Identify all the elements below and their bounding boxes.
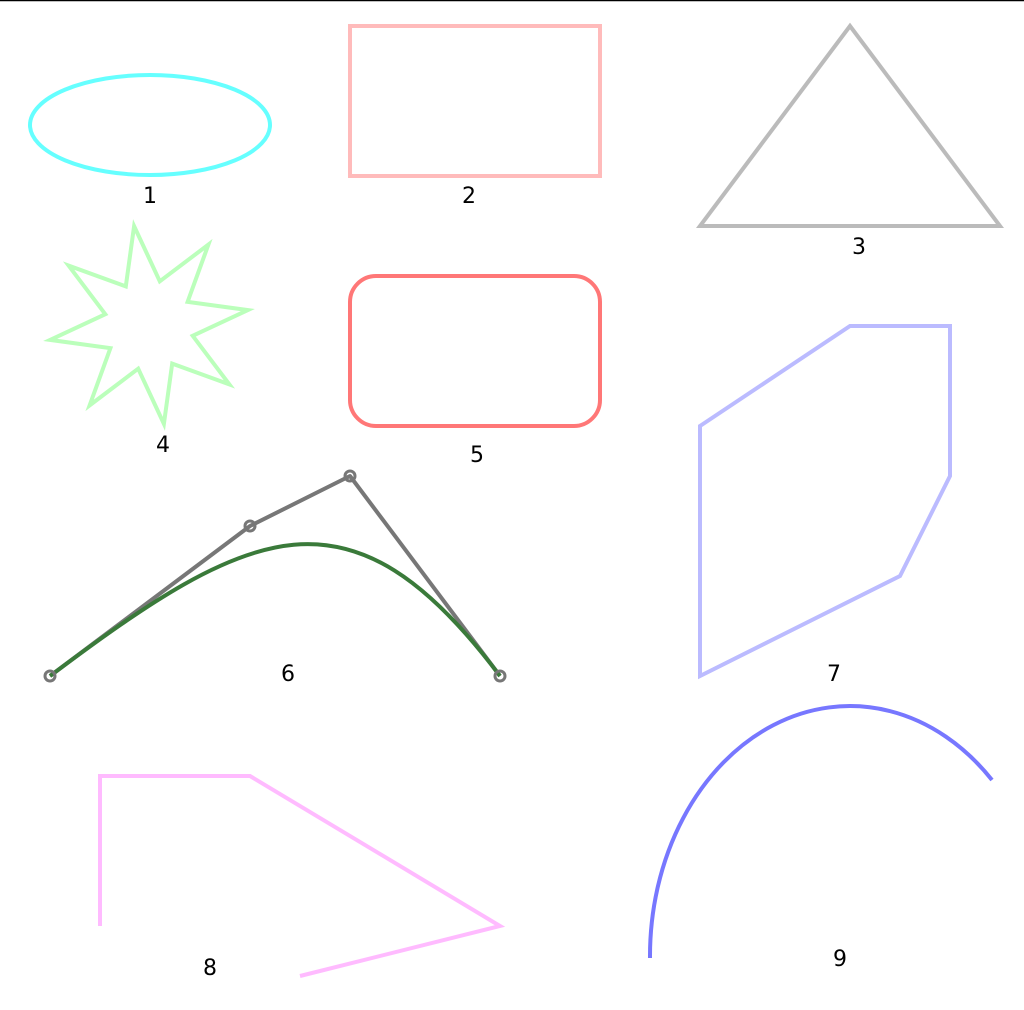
shape-6-control-point-4 (493, 669, 507, 683)
shape-2-rectangle (348, 24, 602, 178)
shape-6-control-point-3 (343, 469, 357, 483)
shape-8-label: 8 (203, 956, 217, 981)
shape-6-control-point-1 (43, 669, 57, 683)
shape-6-control-polygon (48, 474, 502, 678)
shape-7-polygon (698, 324, 952, 680)
shape-8-polyline (98, 774, 506, 978)
shape-7-label: 7 (827, 662, 841, 687)
shape-3-label: 3 (852, 235, 866, 260)
shape-9-label: 9 (833, 947, 847, 972)
shape-6-bezier-curve (48, 542, 502, 678)
shape-4-label: 4 (156, 433, 170, 458)
shape-5-label: 5 (470, 443, 484, 468)
shape-5-rounded-rectangle (348, 274, 602, 428)
shape-1-label: 1 (143, 184, 157, 209)
shape-2-label: 2 (462, 184, 476, 209)
shape-9-arc (647, 704, 994, 959)
shape-4-star (43, 219, 255, 431)
shape-6-control-point-2 (243, 519, 257, 533)
shape-1-ellipse (28, 73, 272, 177)
shape-3-triangle (696, 22, 1004, 228)
shape-6-label: 6 (281, 662, 295, 687)
